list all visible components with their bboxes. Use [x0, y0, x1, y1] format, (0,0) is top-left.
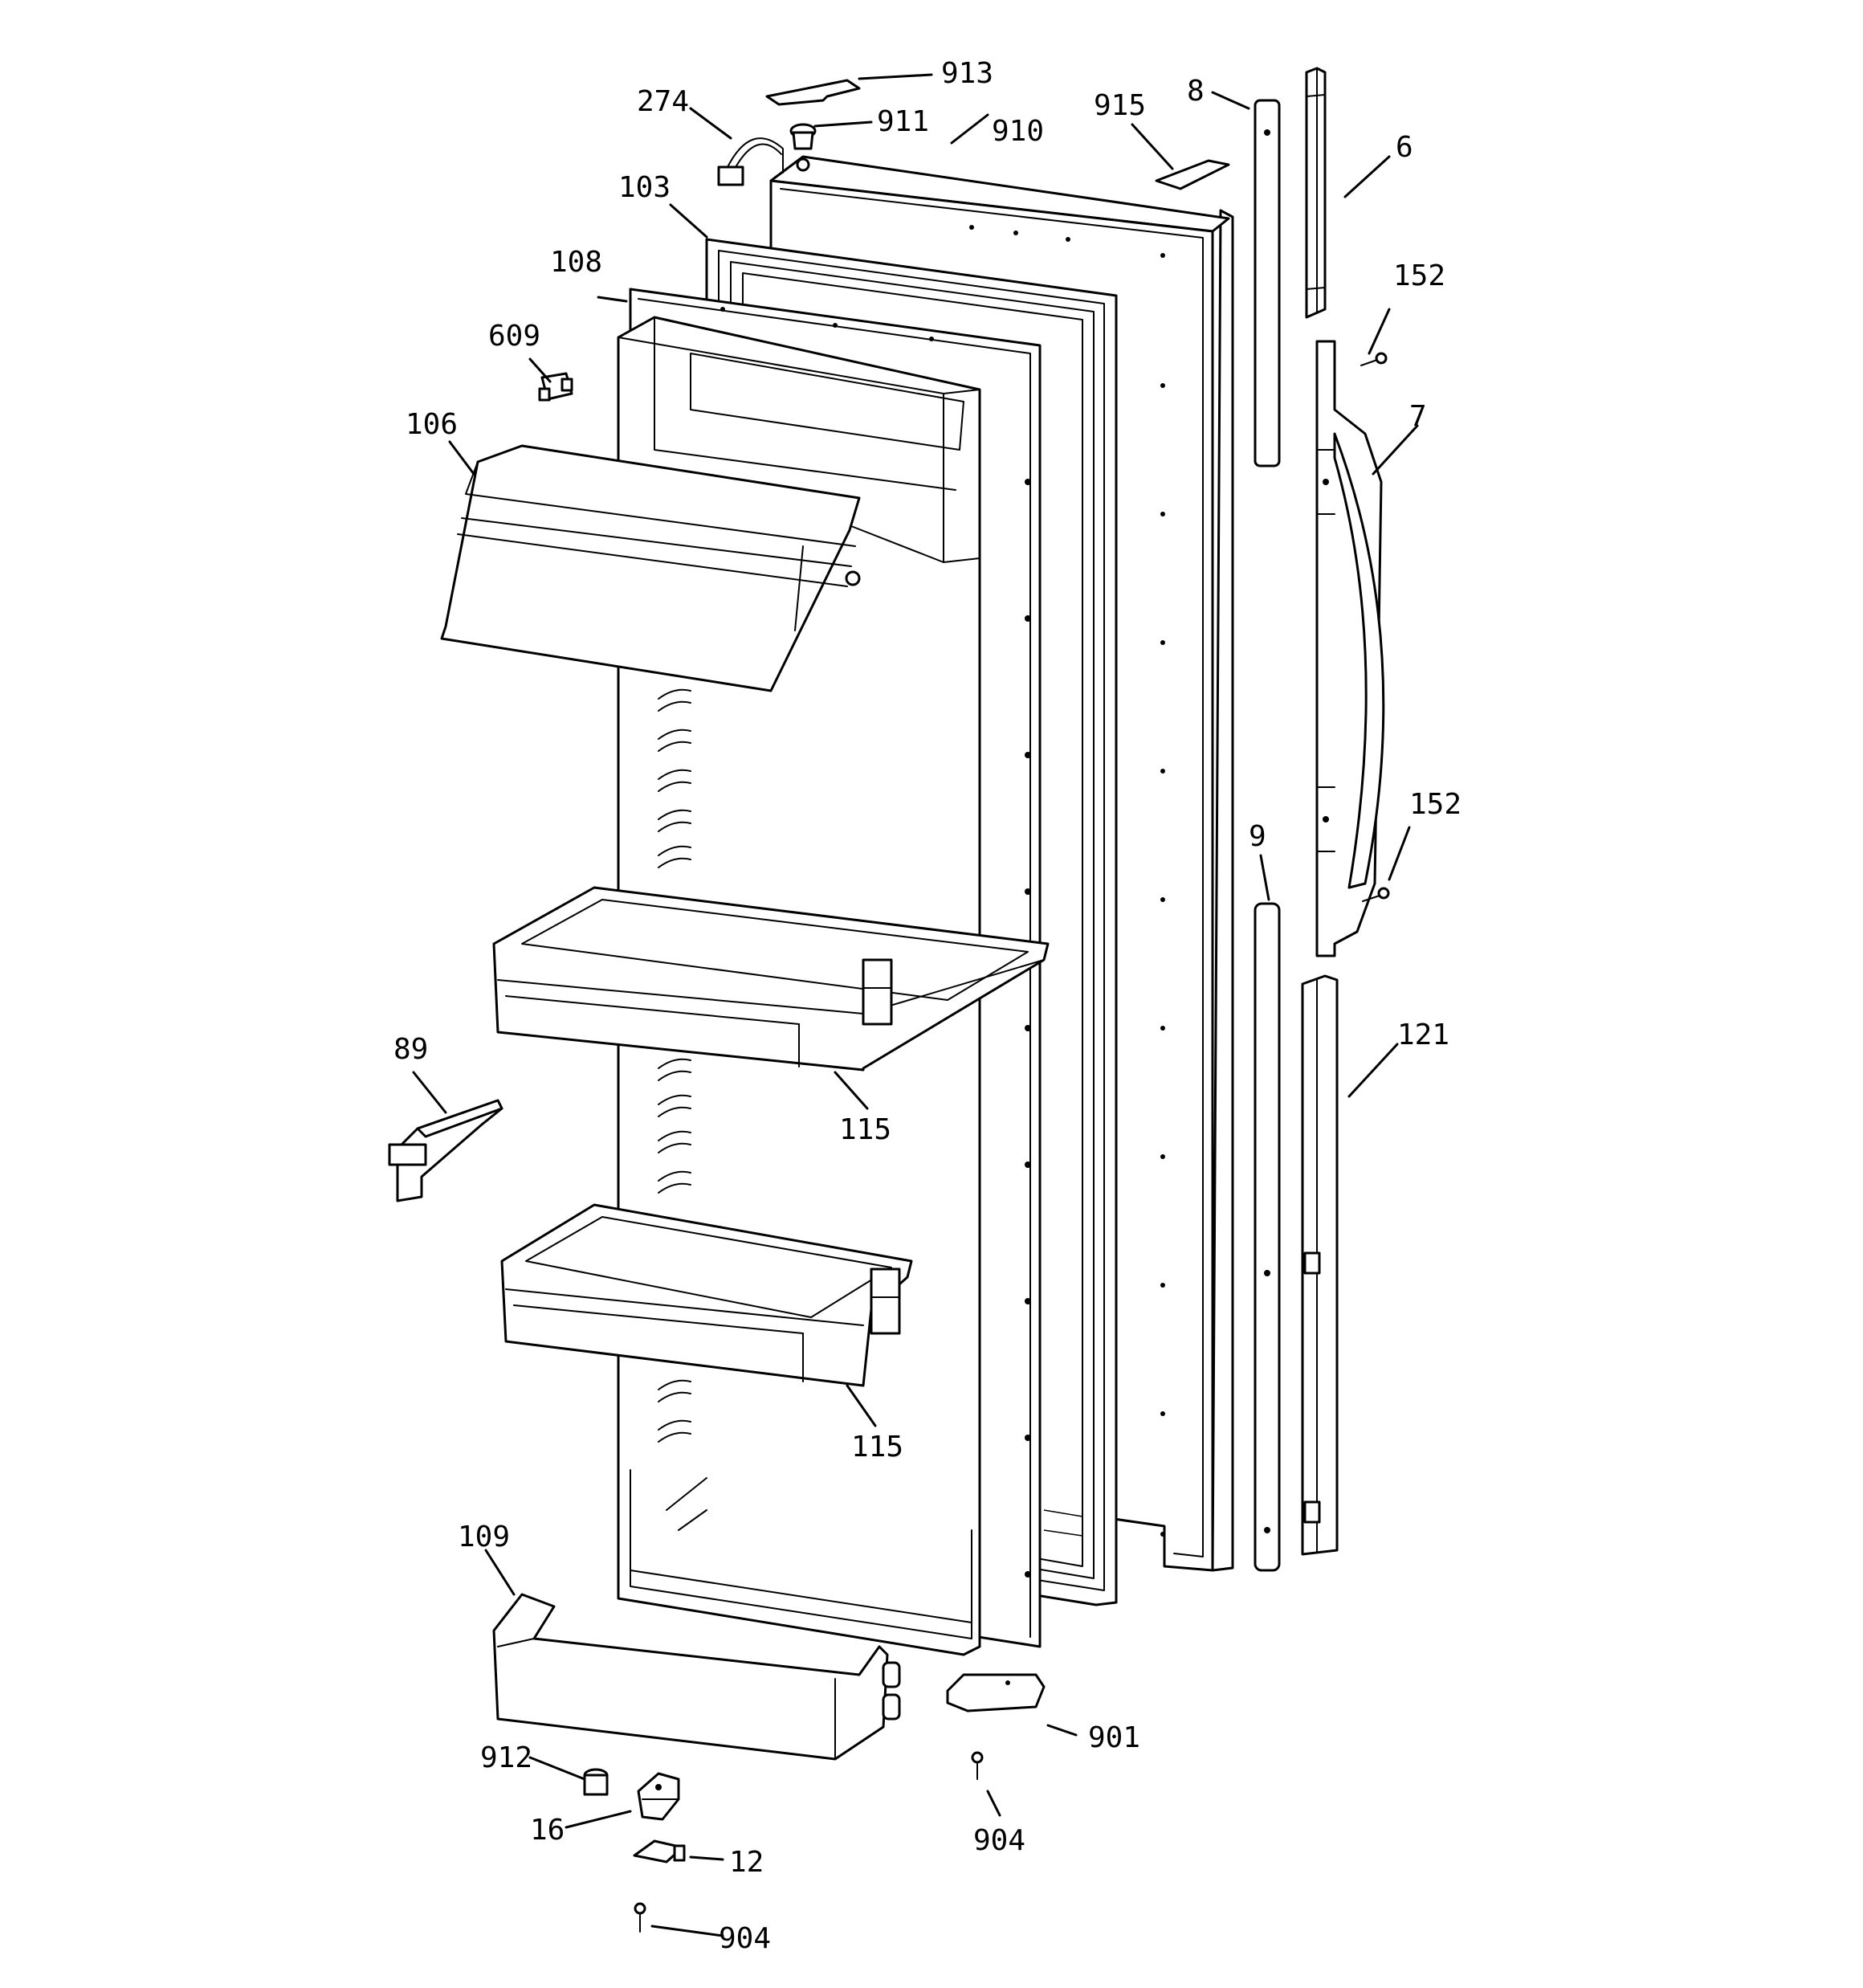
callout-904-middle: 904	[973, 1824, 1025, 1857]
door-shelf-upper	[492, 886, 1050, 1072]
bottom-door-bin	[492, 1593, 901, 1761]
callout-7: 7	[1409, 400, 1427, 433]
callout-115-lower: 115	[851, 1431, 903, 1463]
callout-115-upper: 115	[839, 1113, 891, 1146]
callout-121: 121	[1397, 1018, 1449, 1051]
callout-904-bottom: 904	[719, 1922, 771, 1955]
callout-915: 915	[1094, 89, 1146, 122]
screw-bottom-hinge	[634, 1902, 646, 1933]
callout-109: 109	[458, 1521, 510, 1553]
callout-913: 913	[941, 57, 993, 90]
screw-hinge-cover	[971, 1751, 984, 1780]
bottom-hinge	[637, 1772, 680, 1821]
callout-152-lower: 152	[1409, 788, 1461, 821]
wire-harness	[717, 137, 784, 186]
callout-108: 108	[550, 246, 602, 279]
callout-8: 8	[1187, 75, 1205, 108]
callout-12: 12	[729, 1846, 764, 1879]
callout-152-upper: 152	[1393, 259, 1445, 292]
handle-end-cap	[1305, 67, 1327, 319]
callout-609: 609	[488, 320, 540, 353]
callout-911: 911	[877, 105, 929, 138]
dairy-door-bin	[440, 444, 861, 692]
callout-6: 6	[1396, 131, 1413, 164]
callout-910: 910	[992, 115, 1044, 148]
lower-trim-strip	[1254, 902, 1281, 1572]
handle-lower-trim	[1301, 974, 1339, 1556]
upper-trim-strip	[1254, 99, 1281, 467]
bottom-hinge-bushing	[583, 1768, 609, 1796]
hinge-bushing	[789, 123, 817, 150]
leader-lines	[412, 73, 1419, 1937]
hinge-cap	[765, 79, 861, 106]
screw-lower	[1362, 887, 1390, 902]
callout-103: 103	[618, 171, 671, 204]
hinge-bracket	[633, 1839, 686, 1863]
callout-901: 901	[1088, 1721, 1140, 1754]
light-switch	[538, 372, 573, 402]
callout-16: 16	[530, 1814, 565, 1847]
callout-89: 89	[393, 1033, 428, 1066]
callout-9: 9	[1249, 820, 1266, 853]
screw-upper	[1360, 352, 1388, 366]
small-door-tray	[388, 1099, 503, 1202]
shelf-hooks	[658, 688, 691, 1443]
callout-912: 912	[480, 1741, 532, 1774]
door-shelf-lower	[500, 1203, 913, 1387]
door-handle	[1315, 340, 1385, 957]
hinge-cover	[946, 1673, 1046, 1712]
callout-274: 274	[637, 85, 689, 118]
callout-106: 106	[406, 408, 458, 441]
callout-labels: 913 274 911 910 915 8 6 103 152 108 609 …	[393, 57, 1461, 1955]
top-label-strip	[1155, 159, 1230, 190]
